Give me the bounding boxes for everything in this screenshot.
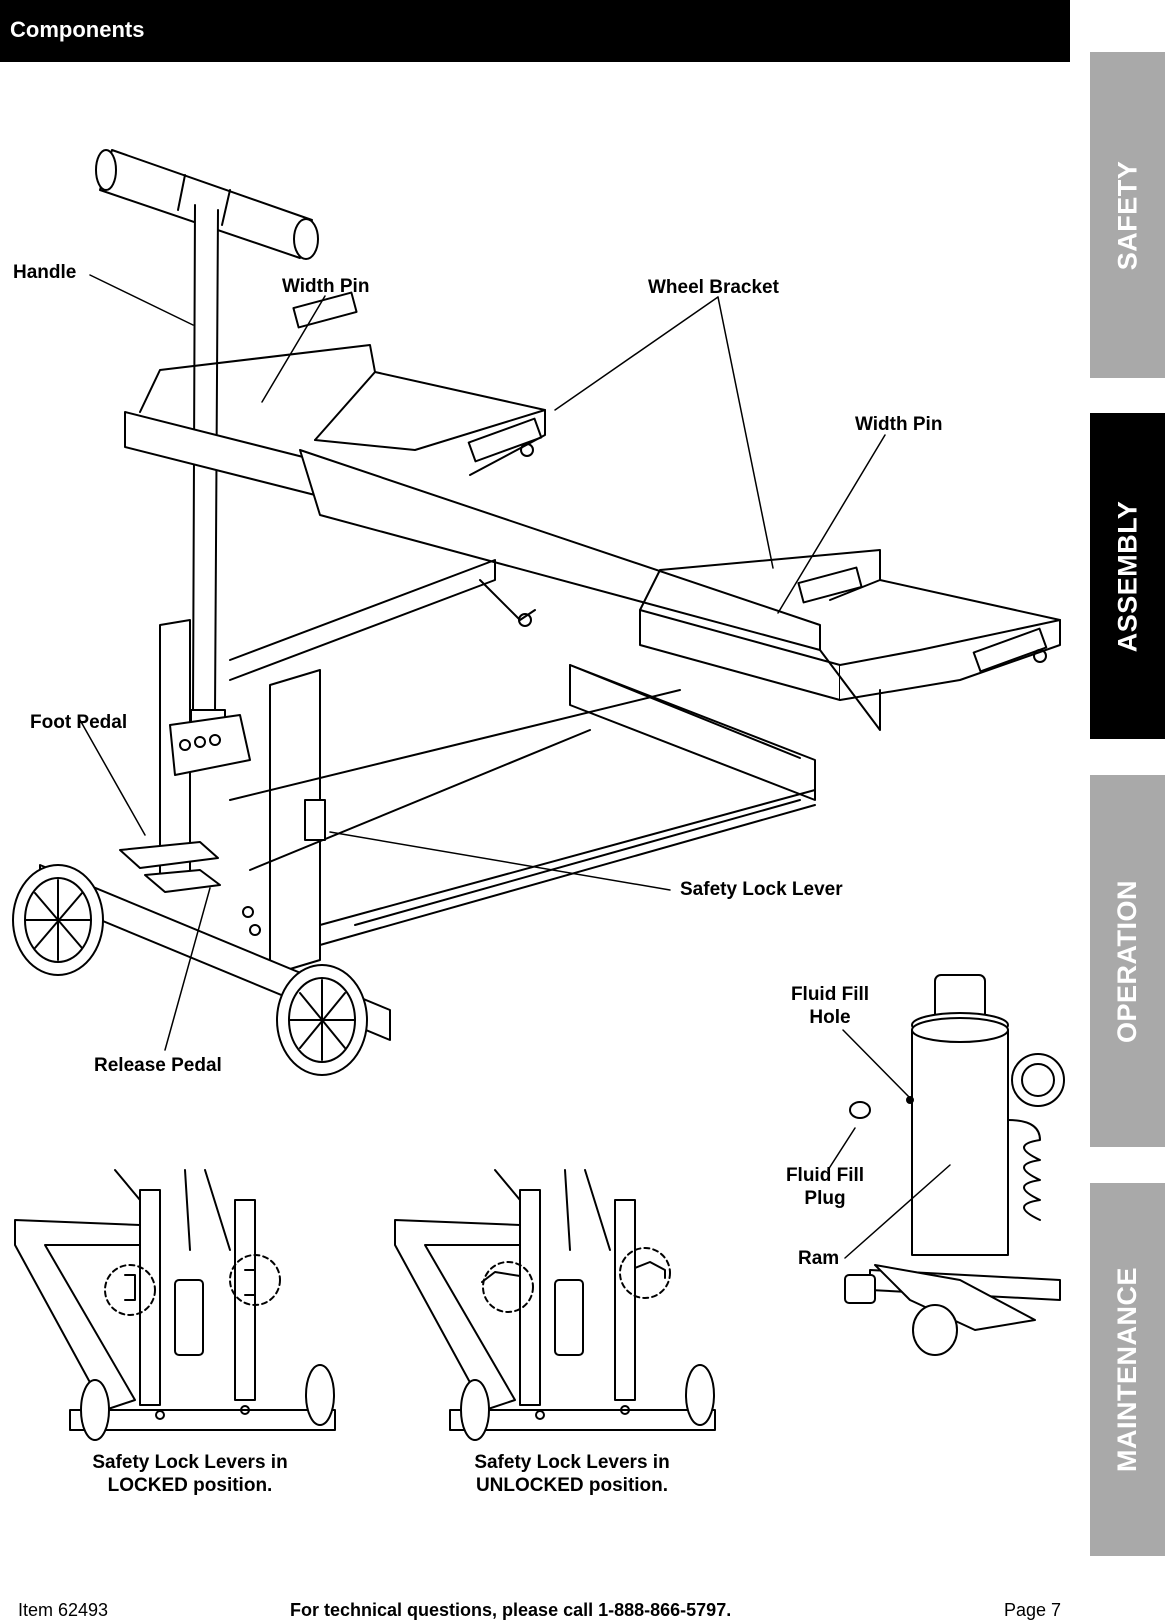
callout-fluid-fill-hole-line2: Hole	[809, 1007, 851, 1028]
tab-assembly[interactable]: ASSEMBLY	[1090, 413, 1165, 739]
callout-wheel-bracket: Wheel Bracket	[648, 277, 779, 298]
section-title: Components	[10, 17, 145, 42]
tab-operation-label: OPERATION	[1112, 879, 1143, 1043]
callout-fluid-fill-plug-line2: Plug	[804, 1188, 846, 1209]
pedals-drawing	[119, 714, 326, 936]
callout-fluid-fill-hole: Fluid Fill Hole	[780, 983, 880, 1029]
unlocked-detail-drawing	[394, 1169, 716, 1441]
tab-safety[interactable]: SAFETY	[1090, 52, 1165, 378]
callout-release-pedal: Release Pedal	[94, 1055, 222, 1076]
footer-page-number: Page 7	[1004, 1600, 1062, 1620]
callout-width-pin-left: Width Pin	[282, 276, 370, 297]
wheels-drawing	[12, 864, 368, 1076]
caption-unlocked: Safety Lock Levers in UNLOCKED position.	[422, 1451, 722, 1497]
callout-foot-pedal: Foot Pedal	[30, 712, 128, 733]
caption-unlocked-line2: UNLOCKED position.	[475, 1475, 669, 1496]
callout-ram: Ram	[798, 1248, 840, 1269]
dolly-jack-illustration	[12, 149, 1065, 1441]
callout-fluid-fill-hole-line1: Fluid Fill	[790, 984, 870, 1005]
callout-handle: Handle	[13, 262, 77, 283]
caption-locked-line2: LOCKED position.	[107, 1475, 273, 1496]
callout-safety-lock-lever: Safety Lock Lever	[680, 879, 843, 900]
callout-fluid-fill-plug: Fluid Fill Plug	[775, 1164, 875, 1210]
callout-width-pin-right: Width Pin	[855, 414, 943, 435]
ram-detail-drawing	[844, 974, 1065, 1356]
footer-item-number: Item 62493	[18, 1600, 109, 1620]
tab-operation[interactable]: OPERATION	[1090, 775, 1165, 1147]
caption-locked: Safety Lock Levers in LOCKED position.	[40, 1451, 340, 1497]
tab-assembly-label: ASSEMBLY	[1112, 500, 1143, 652]
leader-lines	[79, 274, 951, 1259]
footer-support-phone: For technical questions, please call 1-8…	[290, 1600, 732, 1620]
caption-unlocked-line1: Safety Lock Levers in	[474, 1452, 670, 1473]
locked-detail-drawing	[14, 1169, 336, 1441]
section-header: Components	[0, 0, 1070, 62]
wheel-brackets-drawing	[124, 291, 1061, 731]
callout-fluid-fill-plug-line1: Fluid Fill	[785, 1165, 865, 1186]
frame-drawing	[39, 559, 816, 1041]
caption-locked-line1: Safety Lock Levers in	[92, 1452, 288, 1473]
tab-maintenance-label: MAINTENANCE	[1112, 1267, 1142, 1472]
tab-safety-label: SAFETY	[1112, 160, 1143, 270]
tab-maintenance[interactable]: MAINTENANCE	[1090, 1183, 1165, 1556]
